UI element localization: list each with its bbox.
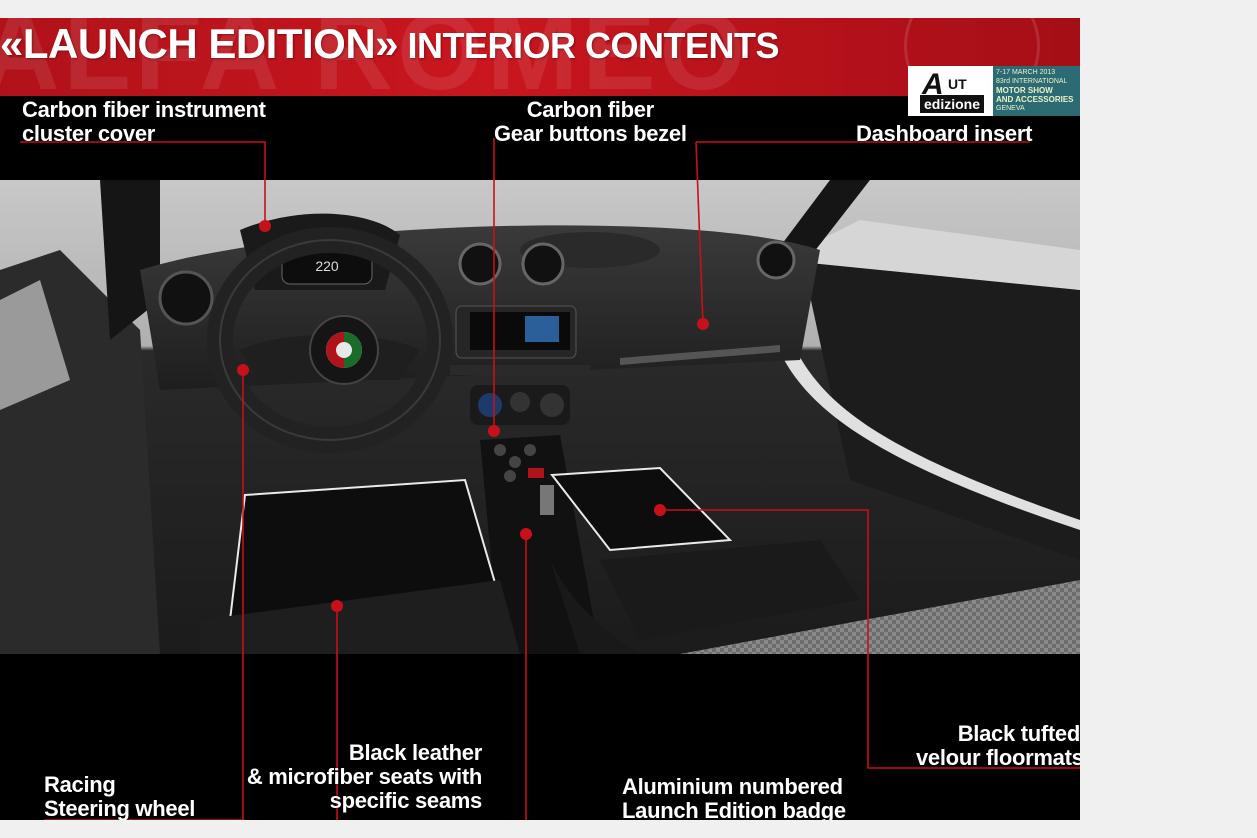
autoedizione-logo: A UT edizione xyxy=(908,66,993,116)
leader-instrument-cover xyxy=(20,141,266,226)
title-main: «LAUNCH EDITION» xyxy=(0,20,399,67)
label-instrument-cover: Carbon fiber instrument cluster cover xyxy=(22,97,266,146)
slide: ALFA ROMEO «LAUNCH EDITION» INTERIOR CON… xyxy=(0,18,1080,820)
watermark-text: ALFA ROMEO xyxy=(0,18,750,96)
marker-dashboard-insert xyxy=(697,318,709,330)
motor-show-logo: 7-17 MARCH 2013 83rd INTERNATIONAL MOTOR… xyxy=(993,66,1080,116)
marker-gear-bezel xyxy=(488,425,500,437)
show-line-1: 7-17 MARCH 2013 xyxy=(996,69,1056,76)
speedometer-value: 220 xyxy=(315,258,339,274)
label-seats: Black leather & microfiber seats with sp… xyxy=(246,740,482,813)
marker-steering xyxy=(237,364,249,376)
marker-floormats xyxy=(654,504,666,516)
marker-instrument-cover xyxy=(259,220,271,232)
logos: A UT edizione 7-17 MARCH 2013 83rd INTER… xyxy=(908,66,1080,116)
show-line-5: GENEVA xyxy=(996,105,1025,112)
marker-seats xyxy=(331,600,343,612)
interior-illustration: 220 xyxy=(0,180,1080,654)
marker-badge xyxy=(520,528,532,540)
interior-photo: 220 xyxy=(0,180,1080,654)
emblem-watermark-icon xyxy=(904,18,1040,96)
header-banner: ALFA ROMEO «LAUNCH EDITION» INTERIOR CON… xyxy=(0,18,1080,96)
show-line-3: MOTOR SHOW xyxy=(996,86,1053,95)
label-badge: Aluminium numbered Launch Edition badge xyxy=(622,774,846,821)
label-steering: Racing Steering wheel xyxy=(44,772,196,821)
callout-leaders xyxy=(20,138,1080,820)
leader-floormats xyxy=(660,509,1080,769)
show-line-2: 83rd INTERNATIONAL xyxy=(996,78,1068,85)
page-title: «LAUNCH EDITION» INTERIOR CONTENTS xyxy=(0,20,780,68)
logo-letter: A xyxy=(922,68,944,101)
title-sub: INTERIOR CONTENTS xyxy=(398,25,780,66)
show-line-4: AND ACCESSORIES xyxy=(996,95,1074,104)
label-floormats: Black tufted velour floormats xyxy=(916,721,1080,770)
logo-small: UT xyxy=(948,76,967,92)
label-dashboard-insert: Dashboard insert xyxy=(856,121,1033,146)
logo-brand: edizione xyxy=(920,95,985,113)
label-gear-bezel: Carbon fiber Gear buttons bezel xyxy=(494,97,687,146)
leader-dashboard-insert xyxy=(695,141,704,325)
